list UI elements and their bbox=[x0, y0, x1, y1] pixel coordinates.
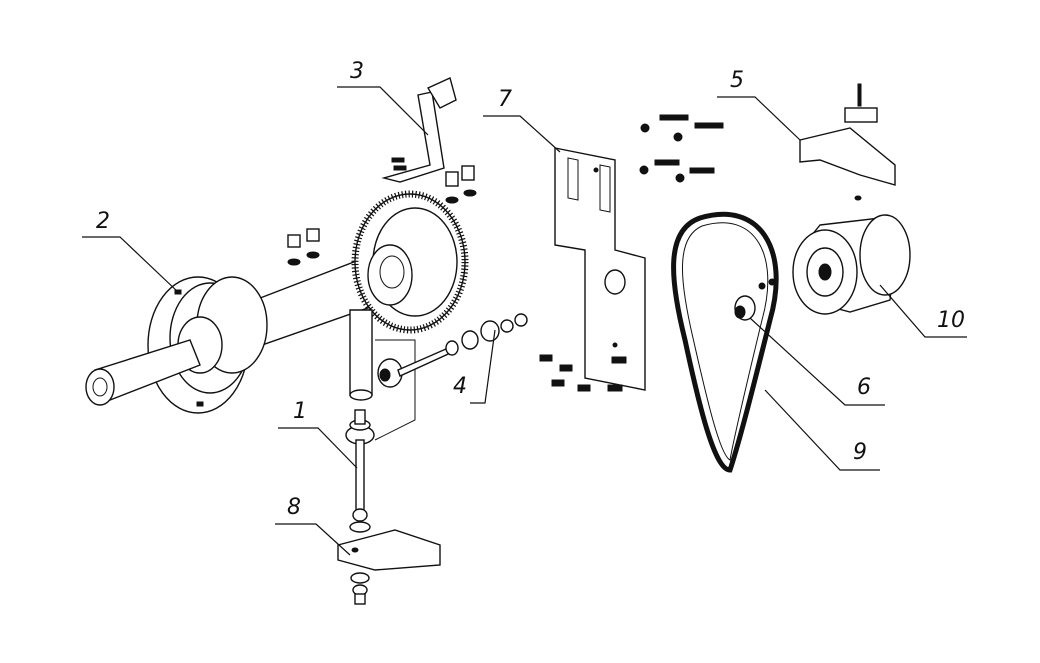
callout-1: 1 bbox=[293, 399, 307, 424]
callout-3: 3 bbox=[350, 59, 364, 84]
mounting-plate bbox=[539, 114, 724, 392]
callout-8: 8 bbox=[287, 495, 301, 520]
motor-pulley bbox=[734, 278, 776, 321]
callout-5: 5 bbox=[730, 68, 744, 93]
leader-lines bbox=[82, 86, 967, 556]
shaft-bolts bbox=[287, 228, 320, 266]
callout-9: 9 bbox=[853, 440, 867, 465]
plate-bolts bbox=[539, 354, 627, 392]
main-shaft-assembly bbox=[85, 190, 469, 414]
top-bolts bbox=[639, 114, 724, 183]
lower-bracket bbox=[337, 508, 441, 605]
washer-set bbox=[445, 313, 528, 356]
motor bbox=[792, 214, 911, 315]
callout-10: 10 bbox=[937, 308, 965, 333]
callout-2: 2 bbox=[96, 209, 110, 234]
pulley-and-screw bbox=[345, 339, 458, 511]
upper-bracket bbox=[381, 77, 477, 204]
motor-bracket bbox=[799, 83, 896, 201]
callout-4: 4 bbox=[453, 374, 467, 399]
callout-7: 7 bbox=[498, 87, 512, 112]
callout-6: 6 bbox=[857, 375, 871, 400]
drive-belt bbox=[671, 211, 779, 473]
callout-labels: 2 3 7 5 1 4 8 6 9 10 bbox=[96, 59, 965, 520]
